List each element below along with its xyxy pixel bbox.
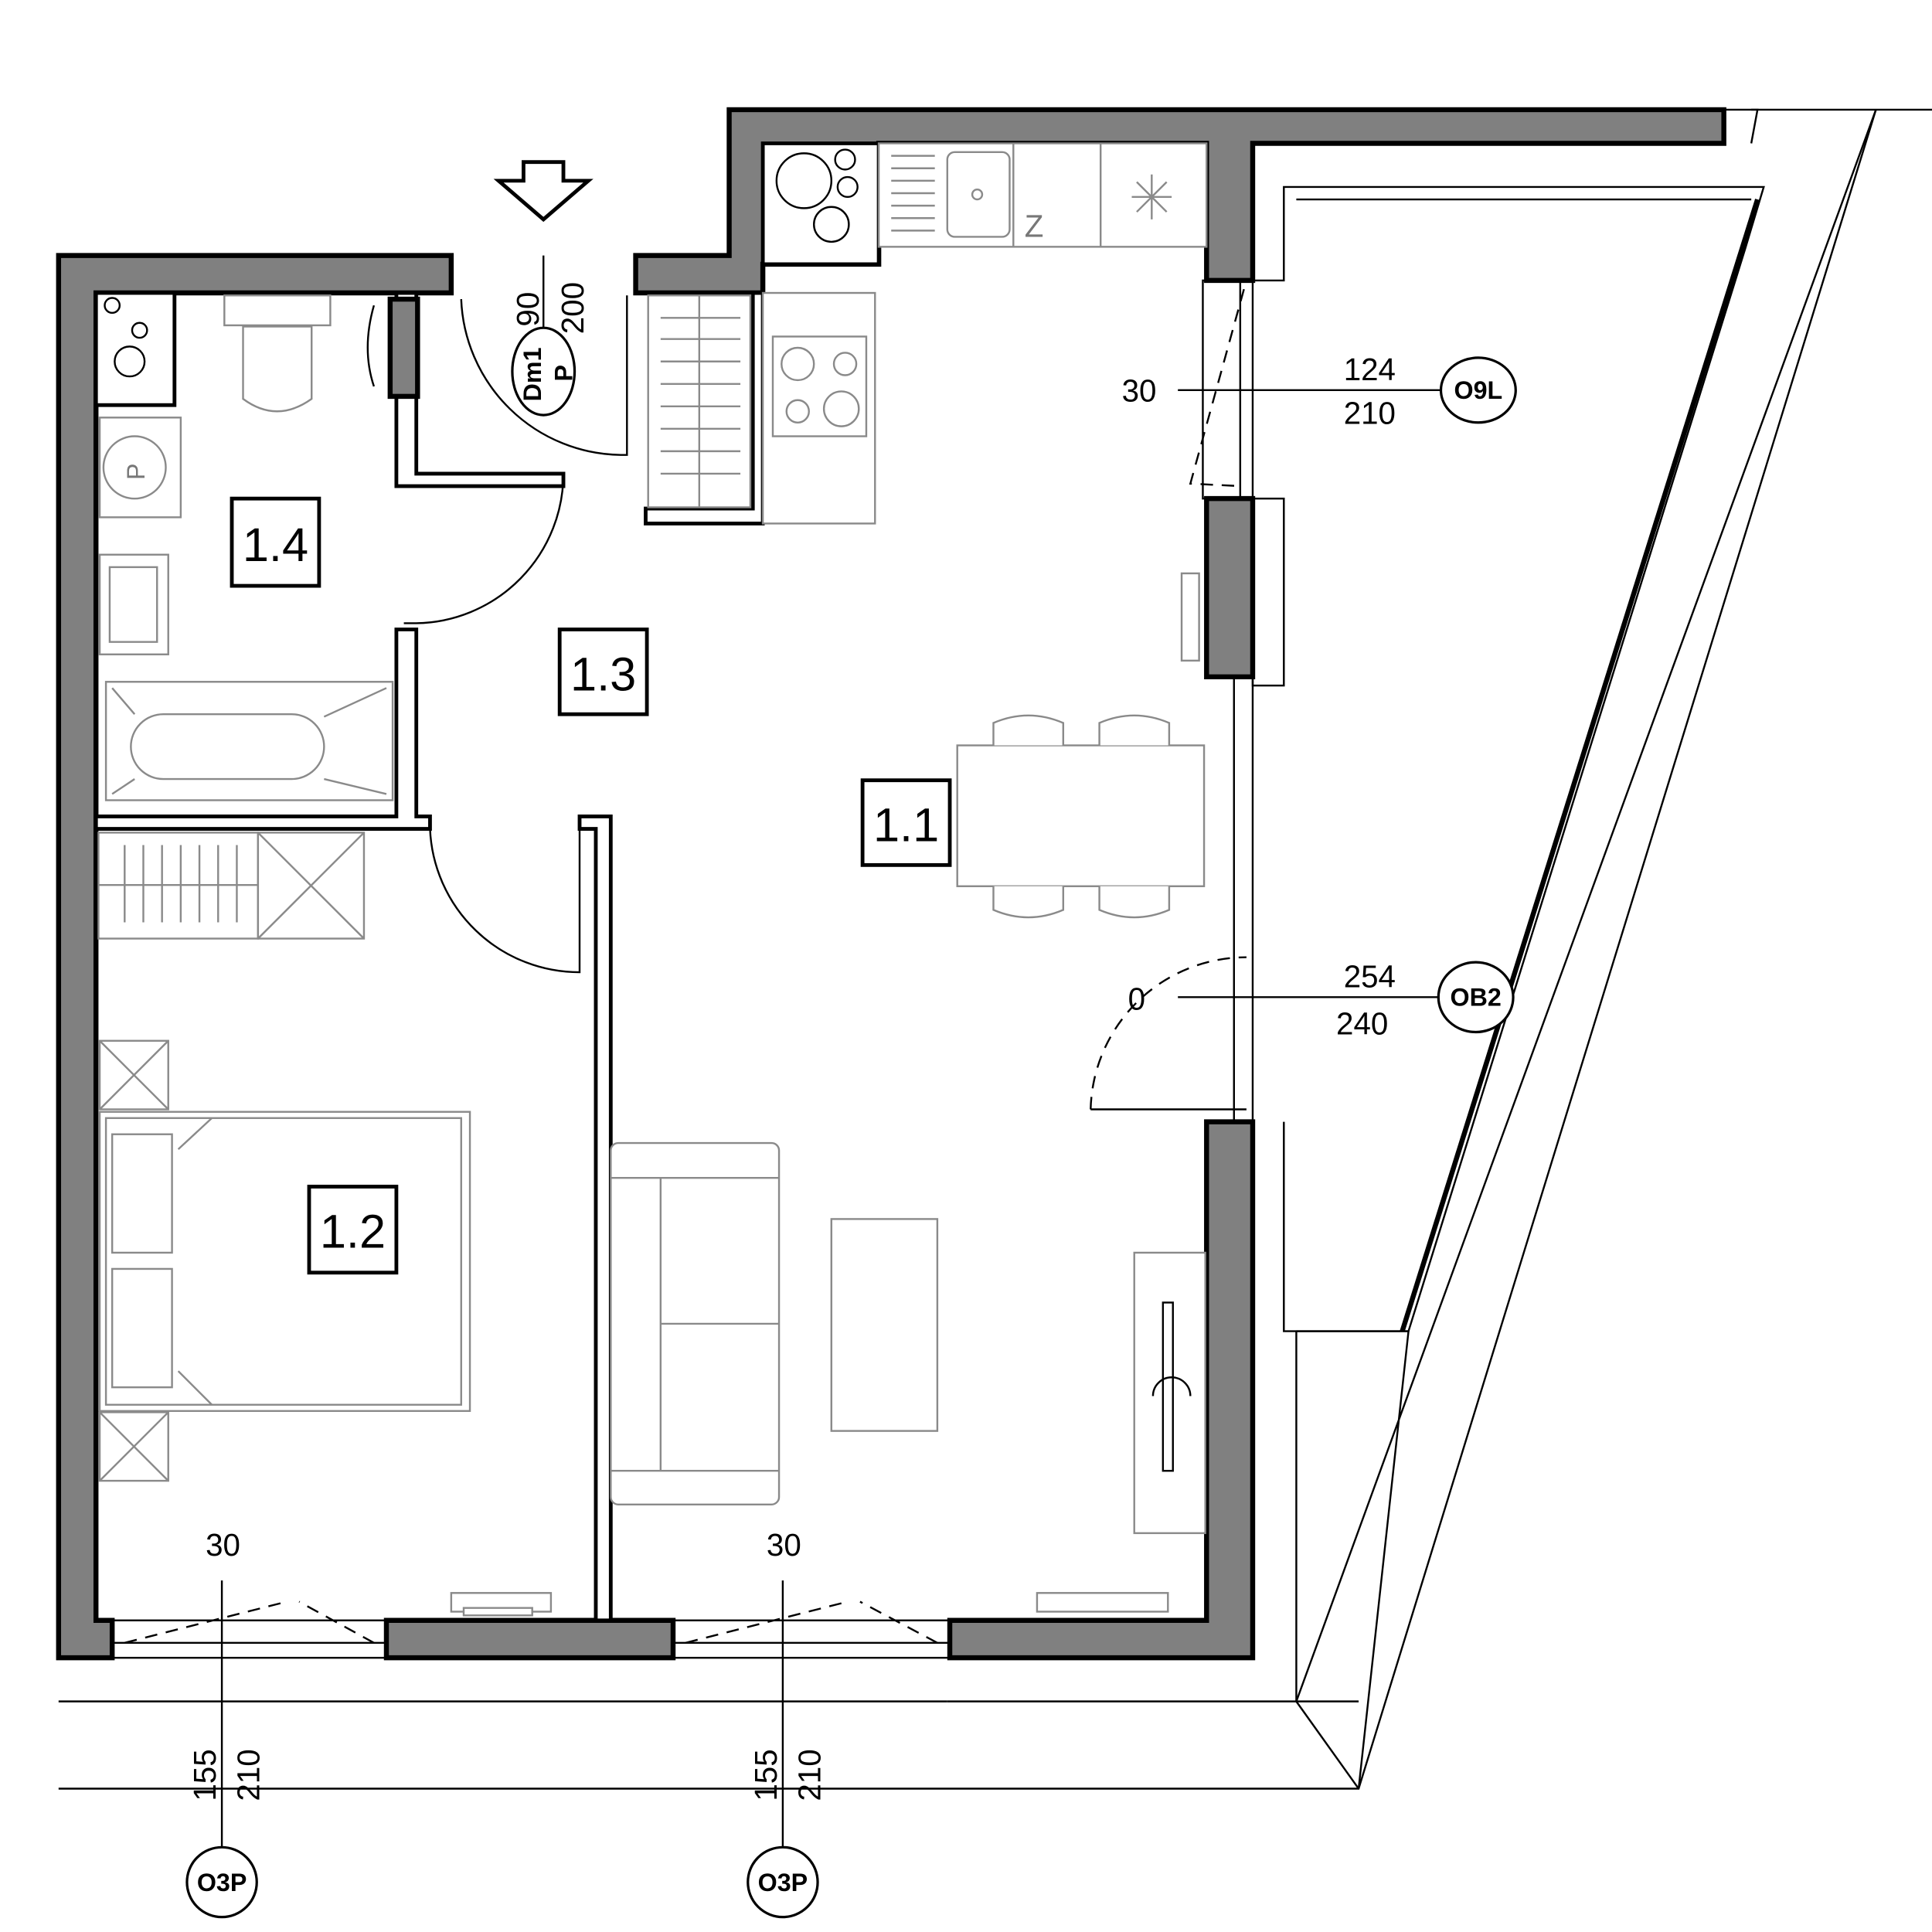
doors	[403, 288, 1247, 1111]
wall-pillar-right	[1204, 495, 1256, 680]
coffee-table	[830, 1218, 939, 1432]
window-annotation-ob2: 0 254 240 OB2	[1128, 958, 1515, 1042]
fridge-snowflake-icon	[1131, 174, 1172, 219]
door-height: 200	[555, 282, 590, 334]
window-tag: O3P	[197, 1869, 247, 1896]
dining-table	[956, 744, 1206, 887]
windows	[111, 279, 1285, 1659]
window-annotation-o3p-right: 30 155 210 O3P	[747, 1527, 827, 1919]
room-label-1-2: 1.2	[320, 1206, 386, 1258]
window-annotation-o3p-left: 30 155 210 O3P	[185, 1527, 266, 1919]
window-height: 210	[791, 1749, 827, 1801]
window-sill: 30	[767, 1527, 801, 1563]
tv-cabinet	[1133, 1251, 1206, 1535]
window-height: 240	[1336, 1006, 1388, 1042]
door-width: 90	[510, 292, 546, 327]
wardrobe	[97, 832, 366, 940]
window-tag: O3P	[758, 1869, 808, 1896]
window-annotation-o9l: 30 124 210 O9L	[1122, 352, 1517, 430]
window-sill: 30	[1122, 372, 1157, 408]
cooktop	[771, 335, 868, 437]
toilet	[223, 294, 332, 327]
kitchen-furniture: Z	[647, 142, 1208, 525]
door-side: P	[549, 365, 577, 382]
room-label-1-4: 1.4	[243, 519, 308, 571]
window-width: 254	[1344, 958, 1396, 994]
balcony	[58, 108, 1932, 1790]
window-width: 124	[1344, 352, 1396, 387]
living-furniture	[610, 572, 1206, 1613]
window-sill: 30	[206, 1527, 240, 1563]
bathtub	[104, 681, 394, 801]
washing-machine	[98, 417, 182, 519]
window-width: 155	[187, 1749, 223, 1801]
window-sill: 0	[1128, 981, 1145, 1016]
window-height: 210	[230, 1749, 266, 1801]
bathroom-furniture: P	[94, 291, 394, 801]
window-width: 155	[748, 1749, 784, 1801]
wall-bottom-middle	[383, 1617, 676, 1661]
window-height: 210	[1344, 395, 1396, 430]
door-tag: Dm1	[519, 347, 546, 401]
entrance-arrow-icon	[493, 160, 594, 223]
wall-left	[56, 253, 454, 1661]
bedroom-furniture	[98, 1039, 553, 1617]
window-tag: OB2	[1451, 984, 1502, 1012]
sink	[946, 151, 1011, 238]
entrance-door-annotation: 90 200 Dm1 P	[510, 255, 590, 417]
wall-right-lower	[947, 1119, 1256, 1661]
sink-mark: Z	[1025, 208, 1044, 243]
window-tag: O9L	[1454, 376, 1503, 404]
room-labels: 1.4 1.3 1.1 1.2	[230, 496, 952, 1275]
room-label-1-3: 1.3	[570, 648, 636, 701]
room-label-1-1: 1.1	[873, 799, 939, 852]
washer-mark: P	[122, 463, 150, 480]
bed	[98, 1111, 471, 1413]
